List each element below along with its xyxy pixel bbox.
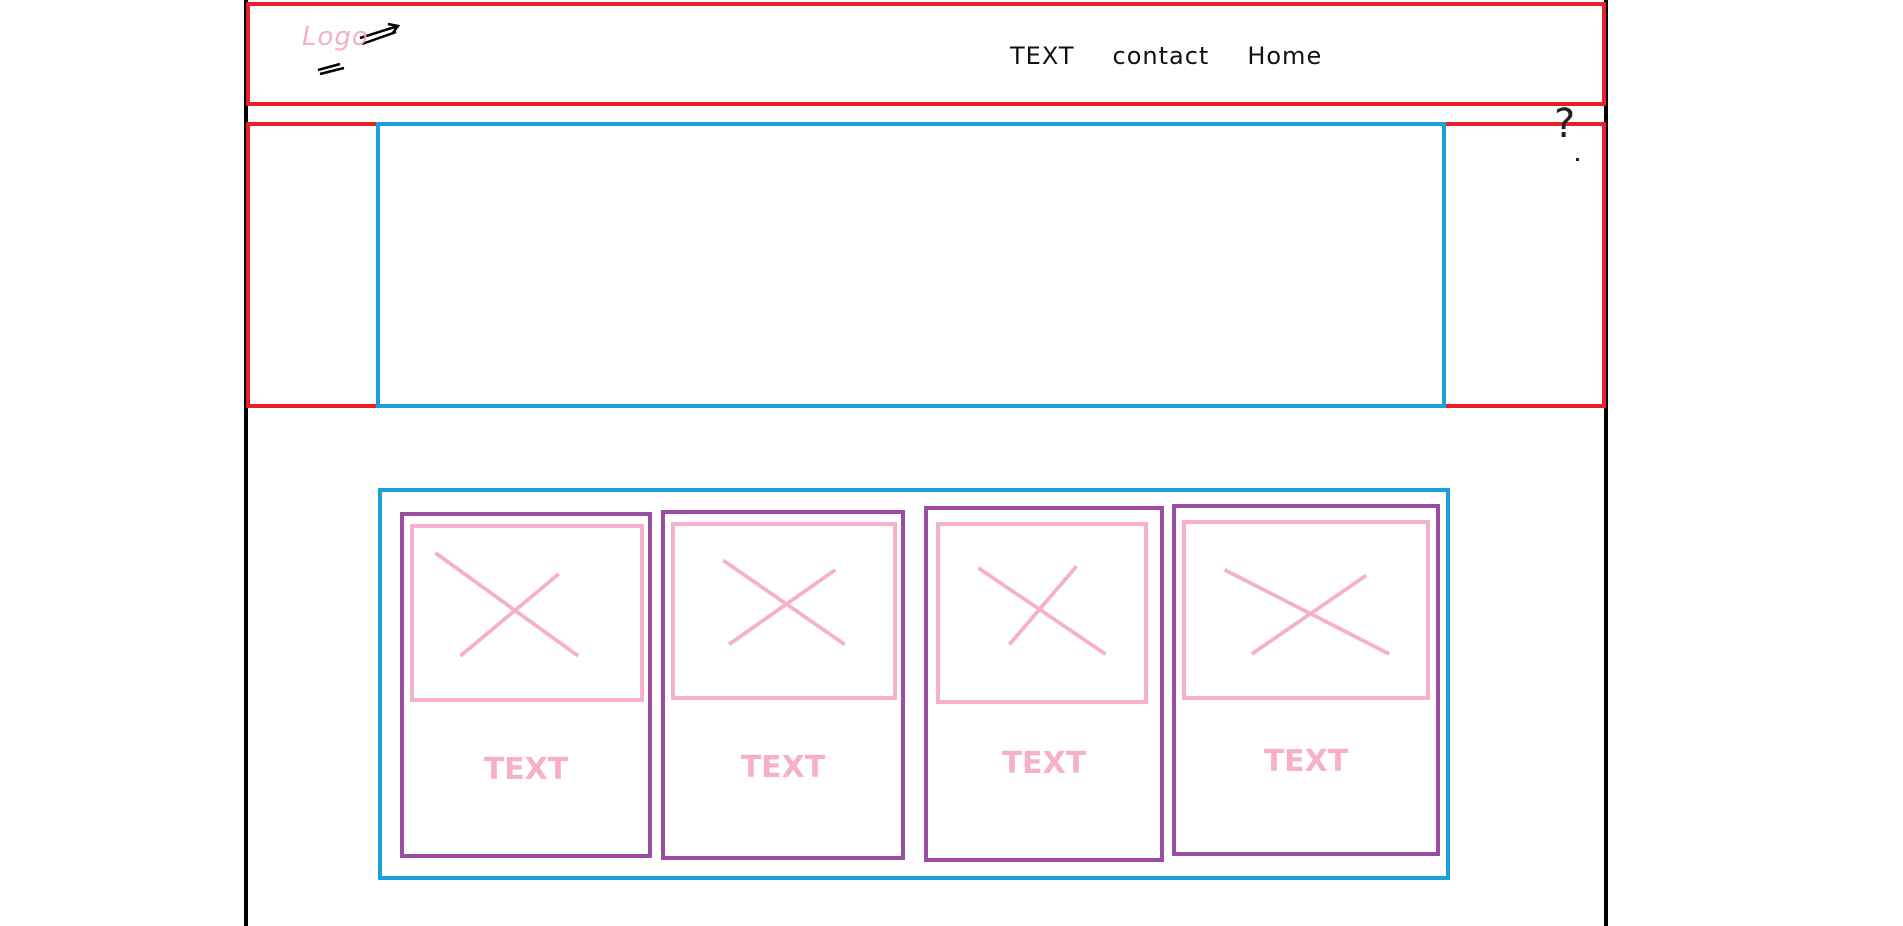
question-annotation-dot	[1576, 158, 1579, 161]
question-annotation: ?	[1554, 101, 1576, 147]
card-text: TEXT	[1263, 744, 1349, 779]
header-section	[246, 2, 1606, 106]
crossed-box-icon	[434, 551, 580, 658]
crossed-box-icon	[977, 564, 1107, 656]
page-frame	[244, 0, 1608, 926]
card-image-placeholder	[671, 522, 897, 700]
card[interactable]: TEXT	[661, 510, 905, 860]
card-text: TEXT	[483, 752, 569, 787]
card[interactable]: TEXT	[924, 506, 1164, 862]
crossed-box-icon	[722, 558, 846, 646]
card-text: TEXT	[1001, 746, 1087, 781]
card-image-placeholder	[936, 522, 1148, 704]
card-text: TEXT	[740, 750, 826, 785]
crossed-box-icon	[1223, 568, 1391, 656]
hero-banner	[376, 122, 1446, 408]
card[interactable]: TEXT	[400, 512, 652, 858]
card-image-placeholder	[1182, 520, 1430, 700]
nav-item-contact[interactable]: contact	[1112, 42, 1210, 70]
logo[interactable]	[300, 20, 420, 80]
card[interactable]: TEXT	[1172, 504, 1440, 856]
logo-text: Logo	[302, 22, 369, 52]
cards-container	[378, 488, 1450, 880]
nav-item-text[interactable]: TEXT	[1010, 42, 1075, 70]
main-nav: TEXT contact Home	[1010, 42, 1322, 70]
arrow-icon	[317, 22, 401, 76]
nav-item-home[interactable]: Home	[1247, 42, 1323, 70]
card-image-placeholder	[410, 524, 644, 702]
